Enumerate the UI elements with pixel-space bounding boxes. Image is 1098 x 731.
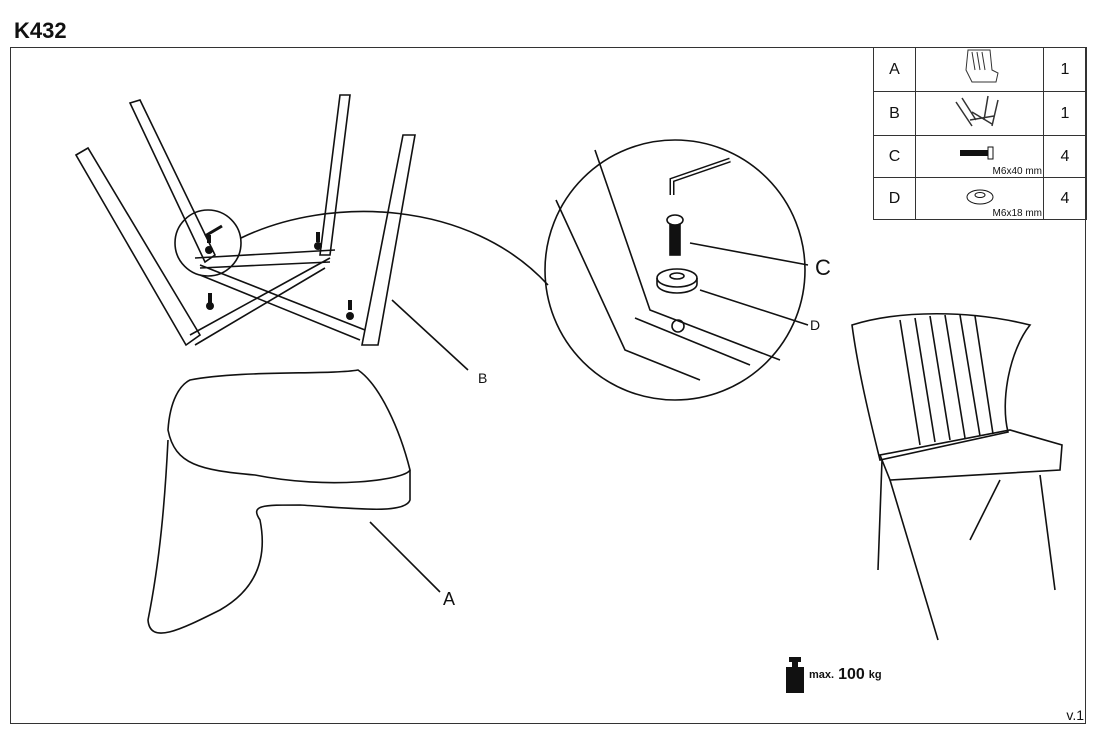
bolt-icon	[959, 146, 993, 160]
table-row: B 1	[873, 91, 1087, 136]
load-prefix: max.	[809, 669, 835, 681]
parts-table: A 1 B 1 C M6x40 mm 4 D M6x18 mm 4	[873, 47, 1087, 220]
model-title: K432	[14, 18, 67, 43]
part-letter: B	[873, 91, 916, 136]
part-letter: D	[873, 177, 916, 220]
callout-c: C	[815, 255, 831, 280]
assembled-chair-drawing	[851, 312, 1063, 641]
max-load: max. 100 kg	[785, 657, 882, 693]
part-size: M6x18 mm	[992, 208, 1042, 219]
weight-icon	[786, 657, 804, 693]
part-qty: 1	[1043, 47, 1087, 92]
table-row: C M6x40 mm 4	[873, 135, 1087, 178]
seat-icon	[964, 49, 999, 83]
part-size: M6x40 mm	[992, 166, 1042, 177]
diagram-frame	[10, 47, 1086, 724]
part-letter: A	[873, 47, 916, 92]
load-value: 100	[838, 666, 865, 683]
callout-d: D	[810, 317, 821, 333]
part-qty: 1	[1043, 91, 1087, 136]
leg-frame-icon	[954, 95, 999, 127]
table-row: D M6x18 mm 4	[873, 177, 1087, 220]
detail-zoom	[544, 139, 809, 401]
load-unit: kg	[868, 669, 882, 681]
bolt-marks	[205, 232, 354, 320]
washer-icon	[966, 189, 993, 205]
seat-drawing	[147, 369, 441, 634]
part-letter: C	[873, 135, 916, 178]
callout-b: B	[478, 370, 488, 386]
part-qty: 4	[1043, 177, 1087, 220]
table-row: A 1	[873, 47, 1087, 92]
callout-a: A	[443, 589, 456, 609]
leg-frame-drawing	[74, 94, 549, 347]
version-label: v.1	[1066, 707, 1084, 723]
part-qty: 4	[1043, 135, 1087, 178]
